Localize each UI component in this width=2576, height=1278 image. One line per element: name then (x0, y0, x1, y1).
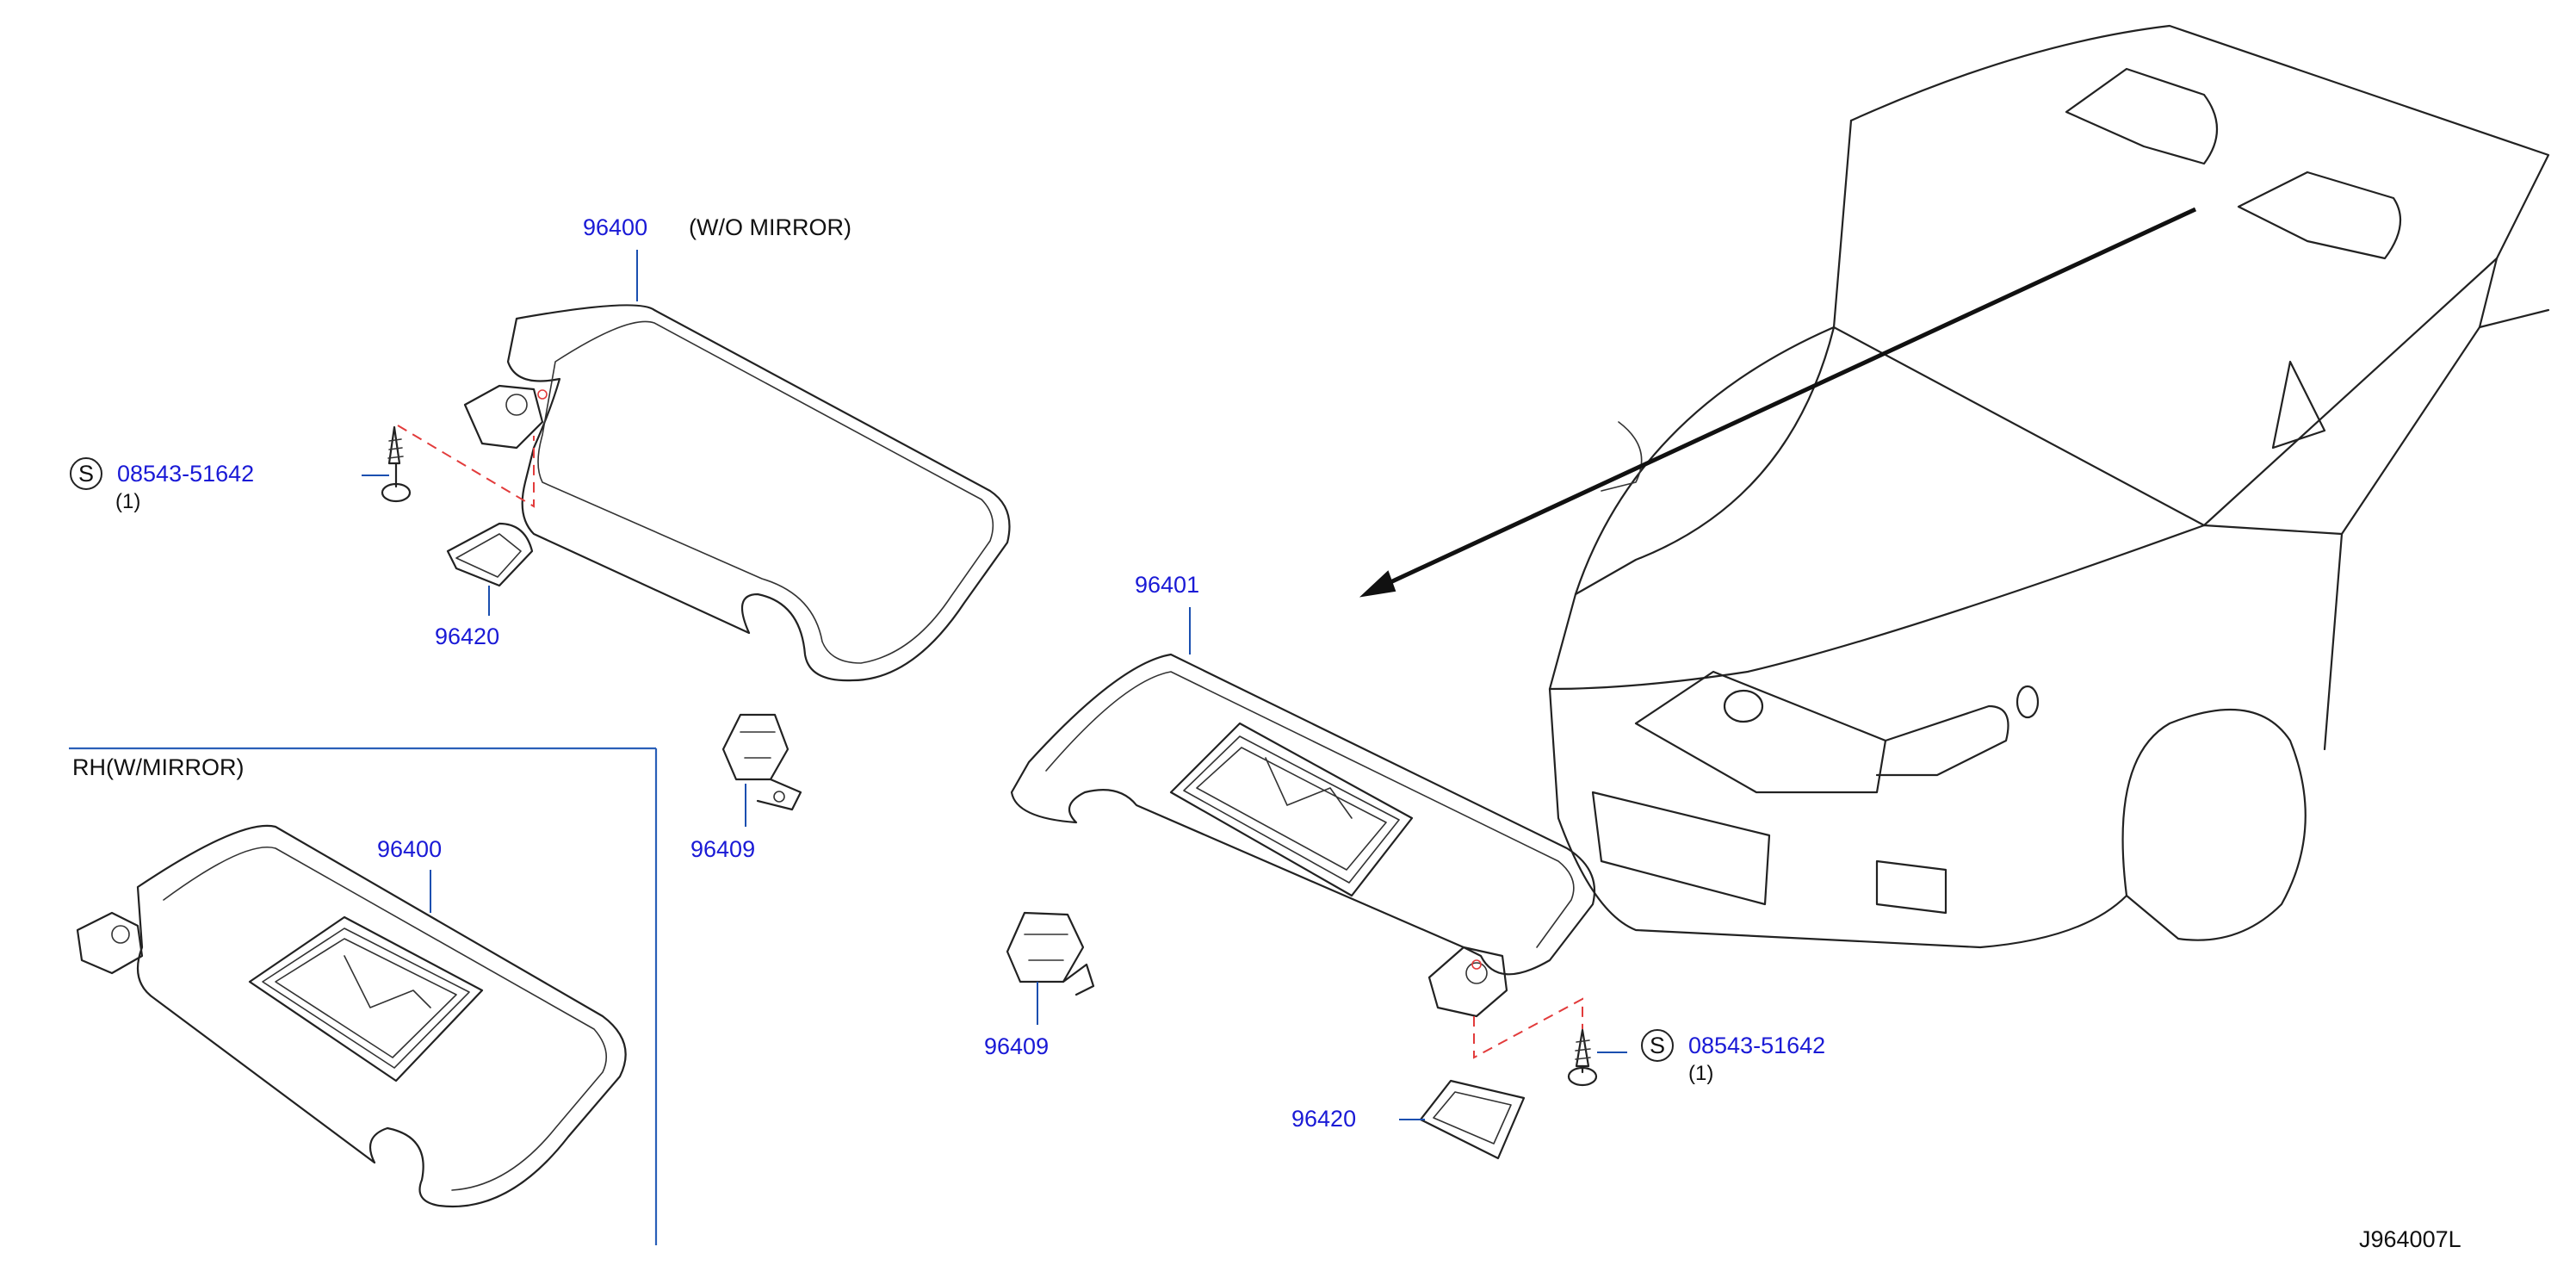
holder-left-icon[interactable] (721, 713, 802, 811)
screw-left-symbol: S (78, 461, 94, 487)
screw-left-symbol-circle (70, 457, 102, 490)
holder-right-icon[interactable] (1006, 911, 1095, 996)
cover-right-part-number: 96420 (1291, 1106, 1356, 1132)
holder-left-part-number: 96409 (690, 836, 755, 862)
rh-section-frame (69, 747, 658, 1245)
visor-left-note: (W/O MIRROR) (689, 214, 851, 240)
cover-left-part-number: 96420 (435, 623, 499, 649)
cover-right-icon[interactable] (1419, 1079, 1526, 1160)
screw-right-symbol-circle (1641, 1029, 1674, 1062)
rh-section-title: RH(W/MIRROR) (72, 754, 244, 780)
screw-left-part-number: 08543-51642 (117, 461, 254, 487)
car-illustration (1548, 24, 2550, 949)
diagram-code: J964007L (2359, 1226, 2461, 1252)
visor-right-part-number: 96401 (1135, 572, 1199, 598)
visor-rh-part-number: 96400 (377, 836, 442, 862)
cover-left-icon[interactable] (446, 522, 534, 587)
location-pointer-arrow (1359, 207, 2197, 598)
screw-left-qty: (1) (115, 490, 140, 513)
sun-visor-wo-mirror[interactable] (463, 304, 1011, 682)
screw-right-icon[interactable] (1567, 1028, 1598, 1087)
holder-right-part-number: 96409 (984, 1033, 1049, 1059)
screw-left-icon[interactable] (381, 425, 412, 503)
sun-visor-with-mirror[interactable] (1010, 653, 1596, 1018)
visor-left-part-number: 96400 (583, 214, 647, 240)
screw-right-symbol: S (1650, 1033, 1665, 1058)
screw-right-qty: (1) (1688, 1062, 1713, 1085)
screw-right-part-number: 08543-51642 (1688, 1033, 1825, 1058)
sun-visor-rh-with-mirror[interactable] (76, 824, 627, 1208)
